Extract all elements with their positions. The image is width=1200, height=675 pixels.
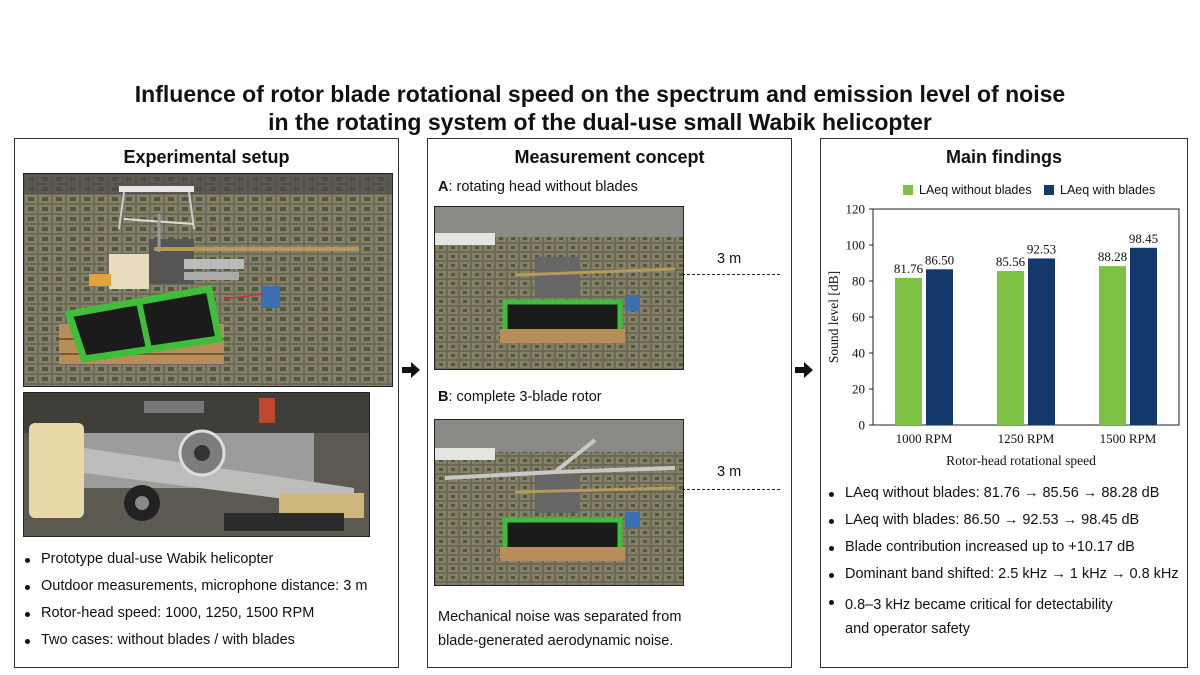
data-label: 92.53 bbox=[1027, 241, 1056, 256]
list-item: Rotor-head speed: 1000, 1250, 1500 RPM bbox=[23, 605, 367, 621]
bar-without-blades bbox=[997, 270, 1024, 425]
title-line-2: in the rotating system of the dual-use s… bbox=[268, 109, 932, 135]
y-tick-label: 120 bbox=[846, 202, 866, 217]
case-a-label: A: rotating head without blades bbox=[438, 179, 638, 195]
list-item: Outdoor measurements, microphone distanc… bbox=[23, 578, 367, 594]
bar-without-blades bbox=[1099, 266, 1126, 425]
main-findings-heading: Main findings bbox=[946, 147, 1062, 167]
case-b-letter: B bbox=[438, 389, 449, 405]
case-a-letter: A bbox=[438, 179, 449, 195]
bar-with-blades bbox=[926, 269, 953, 425]
rotor-head-closeup-photo bbox=[23, 392, 370, 537]
case-b-text: : complete 3-blade rotor bbox=[448, 389, 602, 405]
case-a-photo bbox=[434, 206, 684, 370]
flow-arrow-icon bbox=[795, 362, 813, 378]
bar-with-blades bbox=[1028, 258, 1055, 425]
legend-swatch-with-blades bbox=[1044, 185, 1054, 195]
list-item: LAeq without blades: 81.76 → 85.56 → 88.… bbox=[827, 485, 1179, 501]
legend-swatch-without-blades bbox=[903, 185, 913, 195]
main-title: Influence of rotor blade rotational spee… bbox=[0, 80, 1200, 136]
measurement-concept-panel: Measurement concept A: rotating head wit… bbox=[427, 138, 792, 668]
x-tick-label: 1000 RPM bbox=[896, 431, 953, 446]
data-label: 88.28 bbox=[1098, 249, 1127, 264]
main-findings-panel: Main findings LAeq without blades LAeq w… bbox=[820, 138, 1188, 668]
distance-line-b bbox=[682, 489, 780, 490]
experimental-setup-heading: Experimental setup bbox=[123, 147, 290, 167]
list-item: Blade contribution increased up to +10.1… bbox=[827, 539, 1179, 555]
legend-label-with-blades: LAeq with blades bbox=[1060, 183, 1155, 197]
legend-label-without-blades: LAeq without blades bbox=[919, 183, 1032, 197]
y-axis-label: Sound level [dB] bbox=[826, 271, 841, 363]
distance-label-a: 3 m bbox=[717, 251, 742, 267]
data-label: 81.76 bbox=[894, 261, 924, 276]
findings-bullet-list: LAeq without blades: 81.76 → 85.56 → 88.… bbox=[827, 485, 1179, 641]
setup-bullet-list: Prototype dual-use Wabik helicopter Outd… bbox=[23, 551, 367, 648]
chart-legend: LAeq without blades LAeq with blades bbox=[903, 183, 1155, 197]
measurement-concept-heading: Measurement concept bbox=[514, 147, 705, 167]
title-line-1: Influence of rotor blade rotational spee… bbox=[134, 81, 1066, 107]
list-item-line: and operator safety bbox=[845, 621, 970, 637]
y-tick-label: 100 bbox=[846, 238, 866, 253]
list-item: LAeq with blades: 86.50 → 92.53 → 98.45 … bbox=[827, 512, 1179, 528]
list-item: Two cases: without blades / with blades bbox=[23, 632, 367, 648]
case-b-photo bbox=[434, 419, 684, 586]
concept-note: Mechanical noise was separated from blad… bbox=[438, 605, 681, 653]
y-tick-label: 40 bbox=[852, 346, 865, 361]
concept-note-line-2: blade-generated aerodynamic noise. bbox=[438, 633, 674, 649]
y-tick-label: 60 bbox=[852, 310, 865, 325]
case-a-text: : rotating head without blades bbox=[448, 179, 638, 195]
experimental-setup-panel: Experimental setup bbox=[14, 138, 399, 668]
x-tick-label: 1500 RPM bbox=[1100, 431, 1157, 446]
list-item-line: 0.8–3 kHz became critical for detectabil… bbox=[845, 597, 1113, 613]
case-b-label: B: complete 3-blade rotor bbox=[438, 389, 602, 405]
y-tick-label: 0 bbox=[859, 418, 866, 433]
flow-arrow-icon bbox=[402, 362, 420, 378]
sound-level-bar-chart: LAeq without blades LAeq with blades Sou… bbox=[826, 183, 1180, 468]
list-item: Dominant band shifted: 2.5 kHz → 1 kHz →… bbox=[827, 566, 1179, 582]
list-item: 0.8–3 kHz became critical for detectabil… bbox=[827, 593, 1179, 641]
distance-line-a bbox=[682, 274, 780, 275]
x-tick-label: 1250 RPM bbox=[998, 431, 1055, 446]
data-label: 98.45 bbox=[1129, 231, 1158, 246]
bar-without-blades bbox=[895, 277, 922, 425]
x-axis-label: Rotor-head rotational speed bbox=[946, 453, 1096, 468]
y-tick-label: 80 bbox=[852, 274, 865, 289]
distance-label-b: 3 m bbox=[717, 464, 742, 480]
bar-with-blades bbox=[1130, 247, 1157, 425]
list-item: Prototype dual-use Wabik helicopter bbox=[23, 551, 367, 567]
data-label: 85.56 bbox=[996, 254, 1026, 269]
data-label: 86.50 bbox=[925, 252, 954, 267]
concept-note-line-1: Mechanical noise was separated from bbox=[438, 609, 682, 625]
helicopter-overview-photo bbox=[23, 173, 393, 387]
y-tick-label: 20 bbox=[852, 382, 865, 397]
